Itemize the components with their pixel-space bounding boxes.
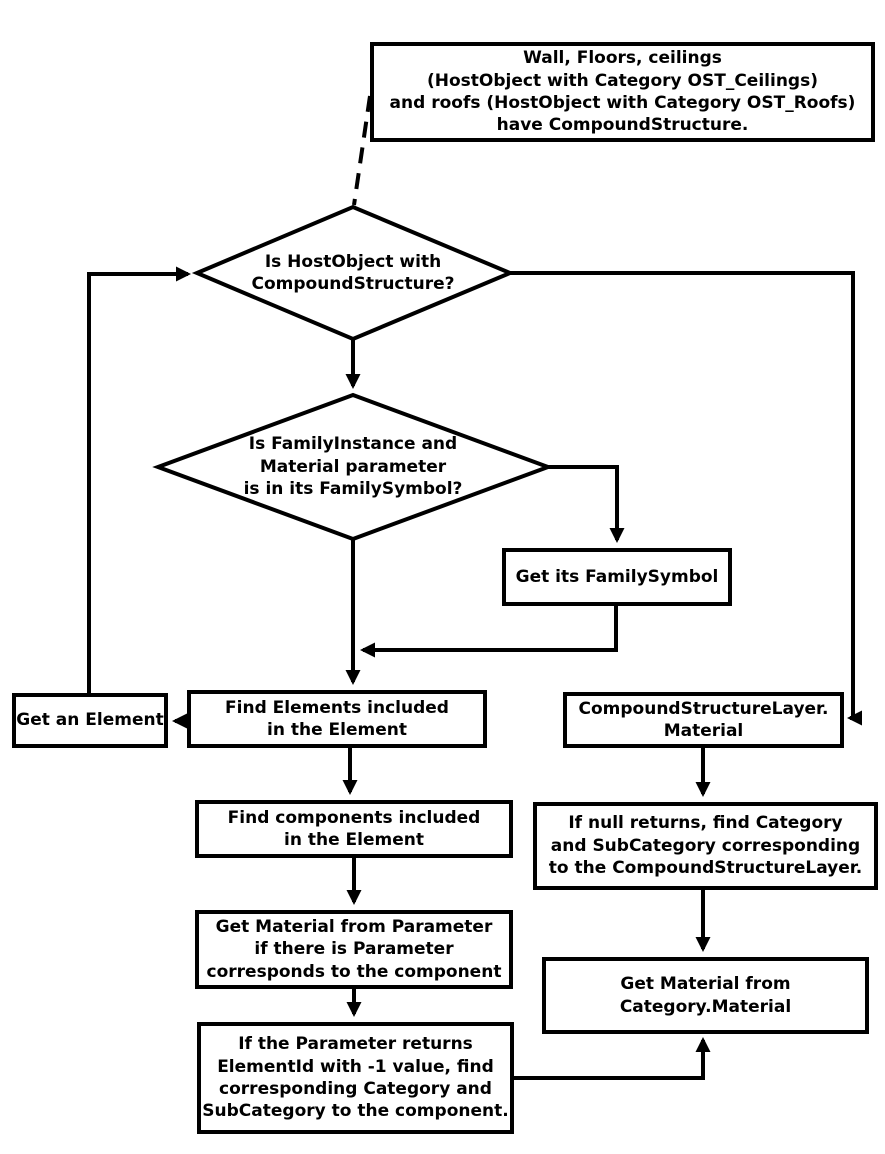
process-if-parameter-returns: If the Parameter returns ElementId with … [197, 1022, 514, 1134]
arrow-decision2-yes-to-familysymbol [548, 465, 625, 543]
arrow-decision1-yes-to-layer [510, 271, 862, 726]
process-get-family-symbol: Get its FamilySymbol [502, 548, 732, 606]
decision-compound-structure-label: Is HostObject with CompoundStructure? [251, 251, 455, 294]
process-get-material-from-category: Get Material from Category.Material [542, 957, 869, 1034]
arrow-if-parameter-to-material-category [513, 1037, 711, 1080]
process-get-material-from-parameter: Get Material from Parameter if there is … [195, 910, 513, 989]
process-get-an-element: Get an Element [12, 693, 168, 748]
process-compound-structure-layer: CompoundStructureLayer. Material [563, 692, 844, 748]
decision-diamond-family-instance [152, 392, 554, 542]
process-if-null-returns: If null returns, find Category and SubCa… [533, 802, 878, 890]
arrow-element-loop-to-decision1 [87, 266, 191, 693]
arrow-familysymbol-to-junction [360, 605, 618, 658]
process-find-elements: Find Elements included in the Element [187, 690, 487, 748]
process-find-components: Find components included in the Element [195, 800, 513, 858]
decision-family-instance-label: Is FamilyInstance and Material parameter… [243, 434, 463, 500]
dashed-note-connector [352, 95, 372, 206]
note-compound-structure-hosts: Wall, Floors, ceilings (HostObject with … [370, 42, 875, 142]
decision-diamond-compound-structure [191, 204, 516, 342]
